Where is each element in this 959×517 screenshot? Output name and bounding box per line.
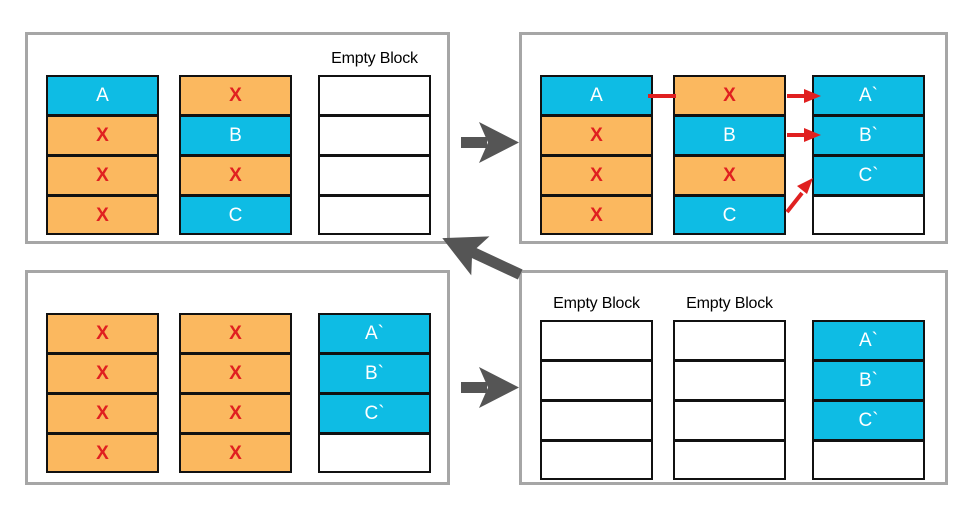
page-cell[interactable]: B` xyxy=(318,353,431,393)
page-cell[interactable] xyxy=(673,440,786,480)
page-cell[interactable]: A` xyxy=(318,313,431,353)
page-cell[interactable]: X xyxy=(46,393,159,433)
page-cell[interactable]: C` xyxy=(812,155,925,195)
page-cell[interactable] xyxy=(812,440,925,480)
panel-2-block-2: X B X C xyxy=(673,75,786,235)
panel-4-block-1-label: Empty Block xyxy=(553,295,640,312)
page-cell[interactable] xyxy=(673,320,786,360)
arrow-step3-to-step4 xyxy=(461,367,519,408)
page-cell[interactable]: X xyxy=(540,115,653,155)
page-cell[interactable]: C` xyxy=(812,400,925,440)
page-cell[interactable]: A xyxy=(46,75,159,115)
arrow-step1-to-step2 xyxy=(461,122,519,163)
page-cell[interactable]: C` xyxy=(318,393,431,433)
panel-1-block-3-label: Empty Block xyxy=(331,50,418,67)
page-cell[interactable]: X xyxy=(46,115,159,155)
page-cell[interactable]: A` xyxy=(812,75,925,115)
panel-2-block-3: A` B` C` xyxy=(812,75,925,235)
page-cell[interactable]: X xyxy=(46,313,159,353)
page-cell[interactable]: X xyxy=(540,195,653,235)
page-cell[interactable]: X xyxy=(46,433,159,473)
page-cell[interactable] xyxy=(673,400,786,440)
panel-step-2: A X X X X B X C A` B` C` xyxy=(519,32,948,244)
panel-4-block-1: Empty Block xyxy=(540,295,653,480)
panel-4-block-2-label: Empty Block xyxy=(686,295,773,312)
page-cell[interactable]: B` xyxy=(812,360,925,400)
arrow-step2-to-step3 xyxy=(442,236,523,280)
panel-step-3: X X X X X X X X A` B` C` xyxy=(25,270,450,485)
page-cell[interactable] xyxy=(812,195,925,235)
page-cell[interactable]: X xyxy=(179,393,292,433)
page-cell[interactable] xyxy=(673,360,786,400)
page-cell[interactable]: X xyxy=(46,155,159,195)
panel-3-block-1: X X X X xyxy=(46,313,159,473)
page-cell[interactable] xyxy=(540,400,653,440)
page-cell[interactable]: C xyxy=(673,195,786,235)
page-cell[interactable] xyxy=(318,195,431,235)
page-cell[interactable]: A xyxy=(540,75,653,115)
page-cell[interactable]: X xyxy=(46,195,159,235)
page-cell[interactable] xyxy=(318,155,431,195)
page-cell[interactable]: B` xyxy=(812,115,925,155)
page-cell[interactable] xyxy=(318,115,431,155)
page-cell[interactable]: X xyxy=(179,313,292,353)
page-cell[interactable]: B xyxy=(673,115,786,155)
page-cell[interactable] xyxy=(540,320,653,360)
panel-step-1: A X X X X B X C Empty Block xyxy=(25,32,450,244)
panel-step-4: Empty Block Empty Block A` B` C` xyxy=(519,270,948,485)
panel-2-block-1: A X X X xyxy=(540,75,653,235)
page-cell[interactable]: B xyxy=(179,115,292,155)
page-cell[interactable]: X xyxy=(46,353,159,393)
page-cell[interactable] xyxy=(540,440,653,480)
panel-4-block-3: A` B` C` xyxy=(812,320,925,480)
page-cell[interactable] xyxy=(318,433,431,473)
page-cell[interactable]: X xyxy=(179,433,292,473)
panel-3-block-3: A` B` C` xyxy=(318,313,431,473)
page-cell[interactable]: X xyxy=(179,155,292,195)
panel-1-block-3: Empty Block xyxy=(318,50,431,235)
panel-1-block-2: X B X C xyxy=(179,75,292,235)
page-cell[interactable]: X xyxy=(179,75,292,115)
page-cell[interactable]: X xyxy=(540,155,653,195)
page-cell[interactable] xyxy=(318,75,431,115)
panel-1-block-1: A X X X xyxy=(46,75,159,235)
page-cell[interactable]: X xyxy=(673,155,786,195)
page-cell[interactable]: C xyxy=(179,195,292,235)
panel-3-block-2: X X X X xyxy=(179,313,292,473)
page-cell[interactable]: X xyxy=(179,353,292,393)
page-cell[interactable]: A` xyxy=(812,320,925,360)
panel-4-block-2: Empty Block xyxy=(673,295,786,480)
page-cell[interactable]: X xyxy=(673,75,786,115)
page-cell[interactable] xyxy=(540,360,653,400)
